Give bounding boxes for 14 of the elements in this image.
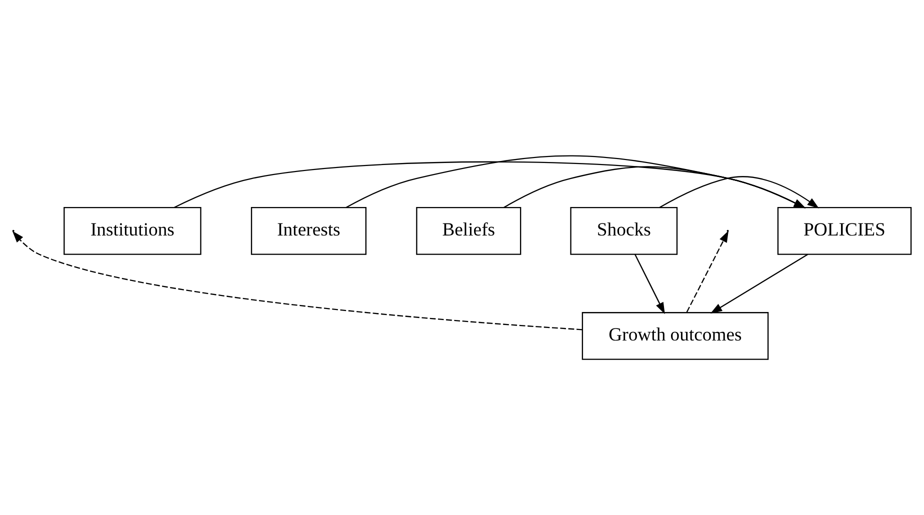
node-box: Institutions bbox=[64, 207, 202, 255]
arrow bbox=[12, 230, 582, 330]
arrow bbox=[634, 254, 665, 314]
arrow bbox=[346, 155, 806, 208]
arrow bbox=[504, 166, 806, 208]
node-box: POLICIES bbox=[777, 207, 912, 255]
node-box: Shocks bbox=[570, 207, 678, 255]
node-box: Interests bbox=[250, 207, 366, 255]
arrow bbox=[710, 254, 808, 314]
arrow bbox=[659, 176, 819, 208]
node-box: Beliefs bbox=[416, 207, 522, 255]
arrow bbox=[174, 161, 806, 208]
arrow bbox=[686, 230, 729, 312]
node-box: Growth outcomes bbox=[582, 312, 769, 360]
